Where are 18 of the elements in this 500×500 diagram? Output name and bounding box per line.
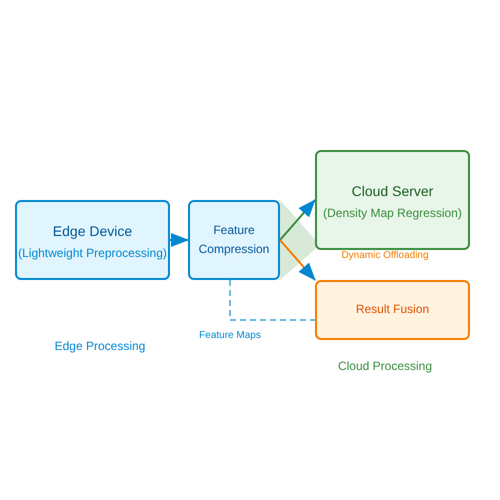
- node-title: Feature Compression: [198, 222, 270, 258]
- process-box: [315, 150, 470, 250]
- process-box: [15, 200, 170, 280]
- node-title: Edge Device: [52, 222, 132, 241]
- arrow: [279, 239, 316, 281]
- group-caption: Cloud Processing: [338, 359, 432, 373]
- node-title: Cloud Server: [352, 182, 434, 201]
- node-subtitle: (Density Map Regression): [323, 206, 462, 220]
- arrow: [279, 199, 316, 241]
- group-caption: Edge Processing: [54, 339, 146, 353]
- process-box: [315, 280, 470, 340]
- annotation-text: Dynamic Offloading: [341, 250, 429, 261]
- dashed-connector: [229, 280, 315, 321]
- node-subtitle: (Lightweight Preprocessing): [18, 246, 167, 260]
- edge-label: Feature Maps: [197, 330, 263, 341]
- node-title: Result Fusion: [356, 301, 430, 318]
- arrow: [170, 233, 189, 247]
- process-box: [188, 200, 280, 280]
